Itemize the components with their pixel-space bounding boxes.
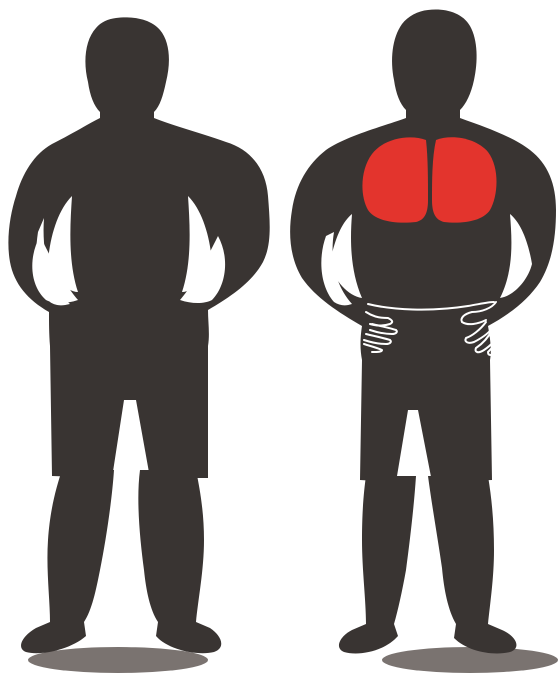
back-figure [290, 10, 558, 673]
back-figure-right-leg [428, 476, 516, 653]
front-figure-head [85, 17, 169, 127]
front-figure-left-leg [21, 470, 114, 653]
back-figure-ground-shadow [382, 647, 558, 673]
front-figure-ground-shadow [28, 647, 208, 673]
back-figure-left-leg [339, 476, 416, 653]
front-figure [8, 17, 269, 673]
front-figure-right-leg [138, 470, 221, 653]
back-figure-head [392, 10, 477, 127]
